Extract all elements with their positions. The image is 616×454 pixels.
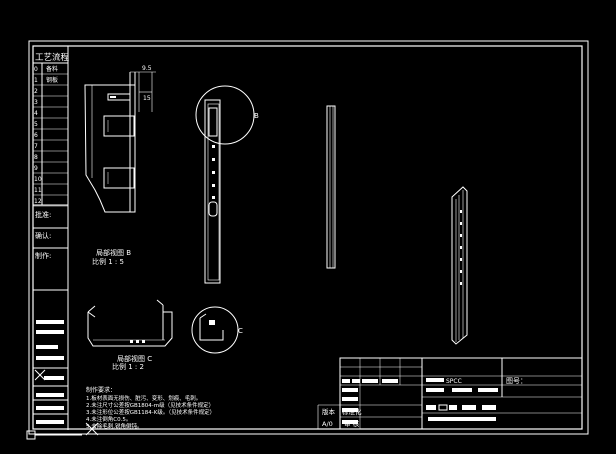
maker-label: 制作: [35,251,51,260]
side-view [326,105,336,269]
manufacturing-notes: 制作要求： 1.板材表面无损伤、脏污、变形、划痕、毛刺。 2.未注尺寸公差按GB… [86,386,215,430]
sheet-inner-border [32,45,583,430]
process-step-number: 10 [34,176,42,183]
iso-hole [460,282,462,285]
process-step-number: 2 [34,88,38,95]
process-step-number: 7 [34,143,38,150]
iso-hole [460,270,462,273]
isometric-view [451,186,468,345]
process-step-number: 1 [34,77,38,84]
iso-hole [460,222,462,225]
drawing-no-label: 图号： [506,377,527,385]
iso-hole [460,246,462,249]
approve-label: 批准: [35,210,51,219]
detail-c-label: C [238,327,243,335]
dimension-side: 15 [143,95,151,102]
sheet-outer-border [28,40,589,435]
revision-label: A/0 [322,420,333,428]
cursor-crosshair [26,422,99,440]
process-step-number: 6 [34,132,38,139]
mounting-hole [212,184,215,187]
notes-line-1: 1.板材表面无损伤、脏污、变形、划痕、毛刺。 [86,394,201,402]
process-step-name: 备料 [46,65,58,73]
mounting-hole [212,196,215,199]
notes-line-3: 3.未注形位公差按GB1184-K级。（见技术条件规定） [86,408,215,416]
process-step-number: 8 [34,154,38,161]
detail-c-title: 局部视图 C [117,354,152,363]
section-view-main: 9.5 15 [84,65,156,213]
process-table: 工艺流程 0 备料 1 钢板 2 3 4 5 6 7 8 9 10 11 12 批准: 确认: 制作: [33,46,70,430]
detail-b-label: B [254,112,259,120]
lower-left-blocks [33,320,68,424]
title-block: SPCC 图号： 版本 标准化 A/0 审 核 [317,357,583,430]
notes-line-2: 2.未注尺寸公差按GB1804-m级（见技术条件规定） [86,401,214,409]
process-step-name: 钢板 [46,76,58,84]
front-view: B [195,85,259,284]
detail-b-title: 局部视图 B [96,248,131,257]
process-step-number: 3 [34,99,38,106]
audit-label: 审 核 [344,419,360,428]
detail-b-scale: 比例 1 : 5 [92,257,124,266]
notes-heading: 制作要求： [86,386,116,394]
detail-view-c: C [87,299,243,354]
material-text: SPCC [446,378,462,385]
process-step-number: 5 [34,121,38,128]
process-table-title: 工艺流程 [35,52,70,63]
process-step-number: 4 [34,110,38,117]
iso-hole [460,234,462,237]
confirm-label: 确认: [35,231,51,240]
mounting-hole [212,158,215,161]
detail-c-scale: 比例 1 : 2 [112,362,144,371]
iso-hole [460,210,462,213]
mounting-hole [212,171,215,174]
iso-hole [460,258,462,261]
notes-line-5: 5.去除毛刺,锐角倒钝。 [86,422,143,430]
detail-circle-c [191,306,239,354]
notes-line-4: 4.未注倒角C0.5。 [86,415,131,423]
process-step-number: 0 [34,66,38,73]
mounting-hole [212,145,215,148]
process-step-number: 11 [34,187,42,194]
process-step-number: 12 [34,198,42,205]
process-step-number: 9 [34,165,38,172]
standard-label: 标准化 [342,407,362,416]
detail-circle-b [195,85,255,145]
version-label: 版本 [322,407,336,416]
dimension-top: 9.5 [142,65,152,72]
